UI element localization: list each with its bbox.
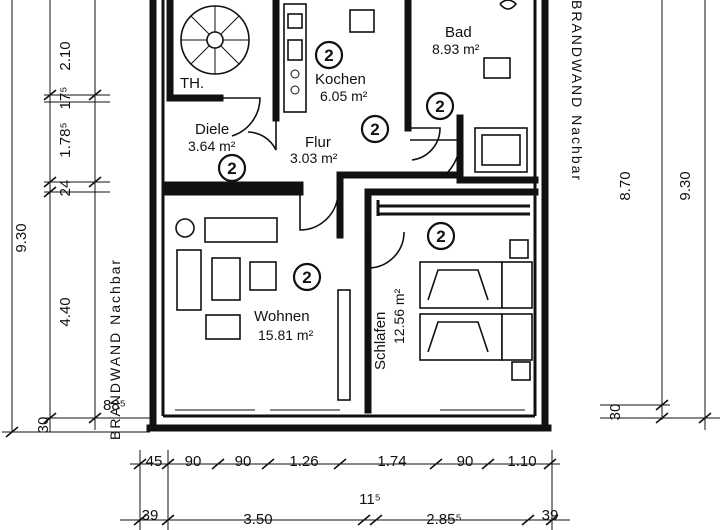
right-firewall-label: BRANDWAND Nachbar <box>569 0 585 182</box>
bottom-dim-90c: 90 <box>457 453 474 470</box>
left-dimension-lines <box>2 0 150 438</box>
svg-text:2: 2 <box>436 227 445 246</box>
bottom-sub-350: 3.50 <box>243 511 272 528</box>
svg-text:2: 2 <box>324 46 333 65</box>
room-flur-name: Flur <box>305 134 331 151</box>
left-outer-dimension: 9.30 <box>13 223 30 252</box>
bottom-dim-126: 1.26 <box>289 453 318 470</box>
kitchen-fittings <box>283 3 375 113</box>
living-room-furniture <box>175 217 351 401</box>
bottom-dim-90a: 90 <box>185 453 202 470</box>
bottom-dim-45: 45 <box>146 453 163 470</box>
right-dimension-30: 30 <box>607 404 624 421</box>
doors <box>220 97 461 269</box>
room-wohnen-area: 15.81 m² <box>258 327 314 343</box>
left-dimension-440: 4.40 <box>57 297 74 326</box>
svg-text:2: 2 <box>370 120 379 139</box>
room-bad-area: 8.93 m² <box>432 41 480 57</box>
room-bad-name: Bad <box>445 24 472 41</box>
left-firewall-label: BRANDWAND Nachbar <box>107 258 123 440</box>
svg-text:2: 2 <box>435 97 444 116</box>
left-dimension-175: 17⁵ <box>57 87 74 110</box>
left-dimension-24: 24 <box>57 180 74 197</box>
marker-wohnen: 2 <box>292 262 322 292</box>
bottom-sub-2855: 2.85⁵ <box>426 511 461 528</box>
bottom-dim-174: 1.74 <box>377 453 406 470</box>
marker-diele: 2 <box>217 153 247 183</box>
right-outer-dimension: 9.30 <box>677 171 694 200</box>
bath-fittings <box>474 0 528 173</box>
right-inner-dimension: 8.70 <box>617 171 634 200</box>
marker-kochen: 2 <box>314 40 344 70</box>
svg-text:2: 2 <box>302 268 311 287</box>
bottom-dim-90b: 90 <box>235 453 252 470</box>
bedroom-furniture <box>419 239 533 381</box>
room-flur-area: 3.03 m² <box>290 150 338 166</box>
bottom-sub-115: 11⁵ <box>359 491 381 508</box>
right-dimension-lines <box>600 0 720 430</box>
svg-text:2: 2 <box>227 159 236 178</box>
spiral-staircase <box>180 5 250 75</box>
bottom-dim-110: 1.10 <box>507 453 536 470</box>
bottom-dimension-lines <box>120 450 570 530</box>
room-kochen-name: Kochen <box>315 71 366 88</box>
marker-flur: 2 <box>360 114 390 144</box>
room-schlafen-area: 12.56 m² <box>391 288 407 344</box>
bottom-sub-39b: 39 <box>542 507 559 524</box>
left-dimension-1785: 1.78⁵ <box>57 122 74 157</box>
room-diele-area: 3.64 m² <box>188 138 236 154</box>
room-wohnen-name: Wohnen <box>254 308 310 325</box>
left-dimension-30: 30 <box>35 417 52 434</box>
room-diele-name: Diele <box>195 121 229 138</box>
room-kochen-area: 6.05 m² <box>320 88 368 104</box>
marker-schlafen: 2 <box>426 221 456 251</box>
bottom-sub-39a: 39 <box>142 507 159 524</box>
marker-bad: 2 <box>425 91 455 121</box>
building-walls <box>146 0 552 432</box>
room-schlafen-name: Schlafen <box>372 312 389 370</box>
room-treppenhaus-name: TH. <box>180 75 204 92</box>
left-dimension-885: 88⁵ <box>103 397 126 414</box>
left-dimension-210: 2.10 <box>57 41 74 70</box>
